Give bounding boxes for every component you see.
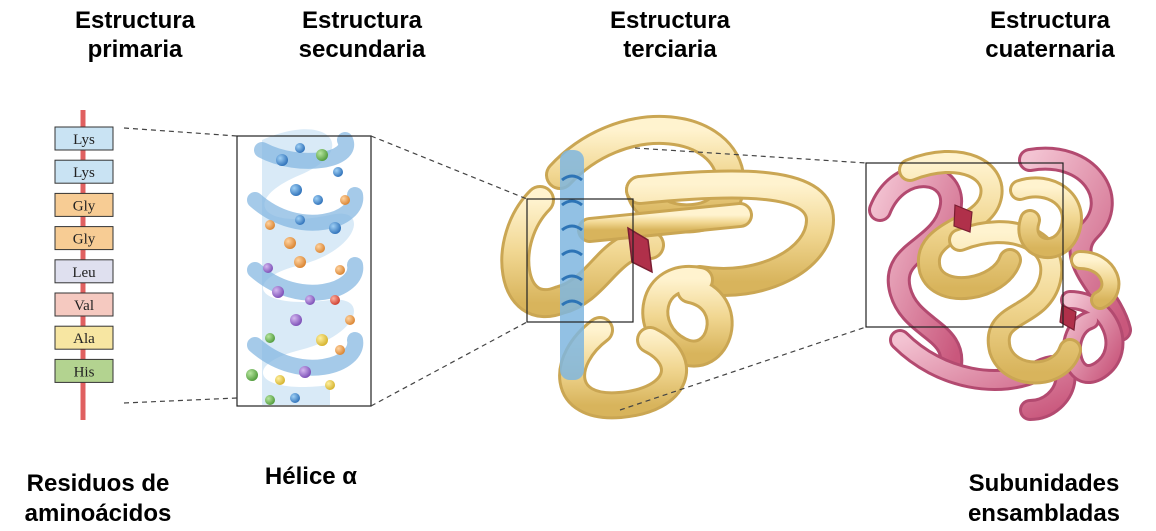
atom: [290, 184, 302, 196]
residue-label: His: [74, 364, 95, 380]
atom: [294, 256, 306, 268]
atom: [315, 243, 325, 253]
atom: [276, 154, 288, 166]
atom: [265, 220, 275, 230]
residue-label: Val: [74, 298, 94, 314]
residue-label: Ala: [73, 331, 95, 347]
zoom-connector: [635, 148, 866, 163]
atom: [333, 167, 343, 177]
atom: [335, 265, 345, 275]
embedded-helix: [560, 150, 584, 380]
atom: [275, 375, 285, 385]
zoom-connector: [124, 398, 237, 403]
zoom-connector: [371, 322, 527, 406]
atom: [263, 263, 273, 273]
atom: [265, 333, 275, 343]
atom: [290, 314, 302, 326]
atom: [284, 237, 296, 249]
caption-quaternary: Subunidades ensambladas: [944, 469, 1144, 529]
tertiary-structure: [515, 130, 820, 405]
atom: [272, 286, 284, 298]
residue-label: Gly: [73, 232, 96, 248]
residue-label: Leu: [72, 265, 96, 281]
atom: [329, 222, 341, 234]
atom: [265, 395, 275, 405]
quaternary-structure: [866, 159, 1120, 410]
atom: [295, 215, 305, 225]
atom: [246, 369, 258, 381]
atom: [305, 295, 315, 305]
atom: [340, 195, 350, 205]
atom: [345, 315, 355, 325]
atom: [295, 143, 305, 153]
residue-label: Lys: [73, 132, 95, 148]
atom: [330, 295, 340, 305]
caption-secondary: Hélice α: [246, 462, 376, 492]
atom: [313, 195, 323, 205]
atom: [335, 345, 345, 355]
atom: [290, 393, 300, 403]
residue-label: Lys: [73, 165, 95, 181]
atom: [316, 334, 328, 346]
zoom-connector: [124, 128, 237, 136]
atom: [299, 366, 311, 378]
zoom-connector: [371, 136, 527, 199]
alpha-helix: [237, 129, 371, 406]
atom: [325, 380, 335, 390]
caption-primary: Residuos de aminoácidos: [0, 469, 196, 529]
residue-label: Gly: [73, 198, 96, 214]
atom: [316, 149, 328, 161]
